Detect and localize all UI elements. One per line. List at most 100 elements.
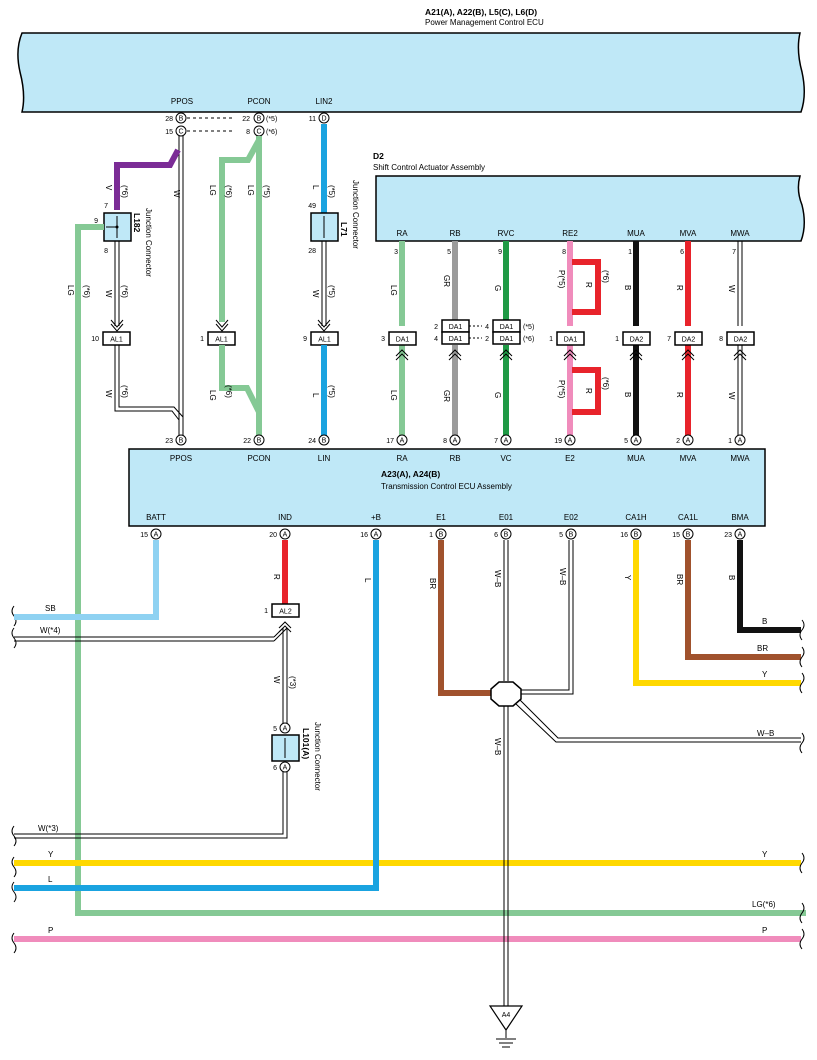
pin-num: 1: [429, 532, 433, 539]
wire-label-p5: P(*5): [557, 270, 566, 289]
wire-l: [14, 540, 379, 891]
connector-chevron: [629, 349, 643, 361]
wire-break: [799, 619, 805, 641]
pin-num: 5: [559, 532, 563, 539]
wire-label-p5: P(*5): [557, 380, 566, 399]
wire-label-w: W: [172, 190, 181, 198]
connector-label: DA1: [449, 336, 463, 343]
pin-circle: [500, 434, 512, 446]
pin-conn: B: [634, 532, 639, 539]
tcu-top-terminals: PPOS PCON LIN RA RB VC E2 MUA MVA MWA 23…: [165, 434, 750, 463]
wire-note: (*5): [262, 185, 271, 198]
wire-w: [14, 772, 288, 839]
pin-num: 28: [165, 116, 173, 123]
pin-num: 7: [667, 336, 671, 343]
bus-left-label: P: [48, 926, 53, 935]
wire-label-r: R: [584, 388, 593, 394]
pin-note: (*5): [523, 324, 534, 331]
wire-label-w: W: [727, 392, 736, 400]
tcu-terminal: RA: [396, 454, 408, 463]
wire-note: (*3): [288, 676, 297, 689]
pin-num: 1: [549, 336, 553, 343]
wire-wb: [520, 540, 574, 695]
bus-right-label: BR: [757, 644, 768, 653]
wire-note: (*6): [224, 385, 233, 398]
pin-num: 15: [165, 129, 173, 136]
tcu-box: [128, 448, 766, 527]
wire-break: [799, 672, 805, 694]
upper-left-wires: W V (*6) 9 7 8 L182 Junction Connector L…: [66, 124, 806, 916]
connector-label: AL1: [318, 337, 331, 344]
actuator-title: Shift Control Actuator Assembly: [373, 163, 485, 172]
wire-label-lg: LG: [208, 390, 217, 401]
pin-num: 7: [732, 249, 736, 256]
pin-conn: A: [283, 726, 288, 733]
tcu-terminal: E1: [436, 513, 446, 522]
pin-num: 1: [628, 249, 632, 256]
wire-sb: [14, 540, 159, 620]
ground-triangle: [488, 1005, 524, 1032]
pin-num: 7: [104, 203, 108, 210]
tcu-terminal: BMA: [731, 513, 749, 522]
wire-break: [11, 627, 17, 649]
connector-al1: [102, 331, 131, 346]
wire-label-gr: GR: [442, 390, 451, 402]
connector-label: AL1: [110, 337, 123, 344]
splice-point: [490, 681, 522, 707]
tcu-terminal: E01: [499, 513, 514, 522]
connector-chevron: [499, 349, 513, 361]
pin-num: 1: [264, 608, 268, 615]
pin-num: 2: [485, 336, 489, 343]
connector-da2: [674, 331, 703, 346]
tcu-subtitle: Transmission Control ECU Assembly: [381, 482, 512, 491]
wire-note: (*6): [601, 270, 610, 283]
pin-circle: [175, 112, 187, 124]
wire-label-w: W: [104, 290, 113, 298]
connector-label: DA1: [449, 324, 463, 331]
pin-num: 5: [624, 438, 628, 445]
connector-chevron: [395, 349, 409, 361]
wire-w: [14, 772, 284, 835]
connector-label: AL1: [215, 337, 228, 344]
wire-break: [799, 928, 805, 950]
tcu-terminal: VC: [500, 454, 511, 463]
wire-label-wb: W–B: [493, 738, 502, 755]
pin-circle: [500, 528, 512, 540]
tcu-bottom-terminals: BATT IND +B E1 E01 E02 CA1H CA1L BMA 15 …: [140, 513, 749, 540]
tcu-terminal: E02: [564, 513, 579, 522]
pin-conn: A: [374, 532, 379, 539]
wire-label-lg: LG: [66, 285, 75, 296]
wire-break: [799, 732, 805, 754]
act-terminal: MUA: [627, 229, 645, 238]
wire-label-l: L: [311, 185, 320, 190]
pm-terminal-lin2: LIN2: [316, 97, 333, 106]
wire-label-wb: W–B: [493, 570, 502, 587]
wire-label-l: L: [311, 393, 320, 398]
pin-conn: A: [738, 532, 743, 539]
tcu-terminal: MUA: [627, 454, 645, 463]
pin-conn: B: [179, 116, 184, 123]
connector-chevron: [110, 319, 124, 332]
pin-conn: C: [178, 129, 183, 136]
wire-break: [11, 881, 17, 903]
pin-num: 2: [676, 438, 680, 445]
connector-chevron: [215, 319, 229, 332]
pin-num: 4: [485, 324, 489, 331]
tcu-terminal: MVA: [680, 454, 697, 463]
pin-circle: [175, 434, 187, 446]
pin-conn: A: [686, 438, 691, 445]
pin-circle: [564, 434, 576, 446]
pin-num: 5: [273, 726, 277, 733]
wire-label-r: R: [272, 574, 281, 580]
shift-control-actuator: D2 Shift Control Actuator Assembly RA RB…: [373, 151, 805, 436]
pm-ecu-title: A21(A), A22(B), L5(C), L6(D): [425, 7, 537, 17]
pin-circle: [253, 434, 265, 446]
wire-break: [799, 852, 805, 874]
pin-conn: A: [400, 438, 405, 445]
pin-conn: B: [257, 116, 262, 123]
tcu-terminal: PCON: [247, 454, 270, 463]
junction-code: L101(A): [301, 728, 311, 759]
connector-da2: [622, 331, 651, 346]
pin-conn: A: [283, 532, 288, 539]
